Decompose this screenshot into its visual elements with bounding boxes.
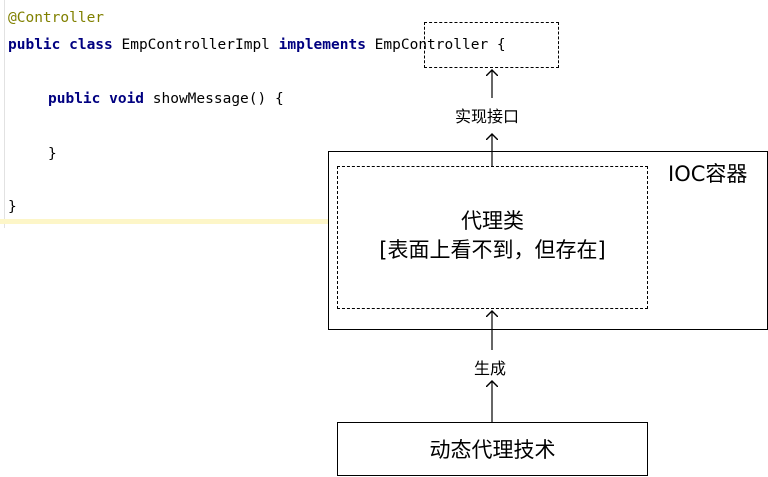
proxy-class-text: 代理类 [表面上看不到，但存在] xyxy=(337,207,648,265)
implements-interface-label: 实现接口 xyxy=(455,107,520,126)
keyword-implements: implements xyxy=(278,37,366,53)
keyword-public-class: public class xyxy=(8,37,113,53)
code-class-declaration: public class EmpControllerImpl implement… xyxy=(8,36,506,54)
ioc-container-label: IOC容器 xyxy=(668,162,748,186)
editor-gutter xyxy=(0,0,5,228)
dynamic-proxy-box xyxy=(337,422,648,476)
proxy-class-title: 代理类 xyxy=(461,209,524,233)
interface-highlight-box xyxy=(424,22,559,68)
generate-label: 生成 xyxy=(474,359,507,378)
keyword-public-void: public void xyxy=(48,91,145,107)
code-annotation: @Controller xyxy=(8,10,105,26)
class-close-brace: } xyxy=(8,199,17,215)
method-signature: showMessage() { xyxy=(144,91,284,107)
class-name: EmpControllerImpl xyxy=(112,37,279,53)
method-close-brace: } xyxy=(48,146,57,162)
interface-name: EmpController xyxy=(365,37,489,53)
proxy-class-box xyxy=(337,166,648,309)
dynamic-proxy-label: 动态代理技术 xyxy=(429,438,556,462)
current-line-highlight xyxy=(0,219,583,224)
proxy-class-subtitle: [表面上看不到，但存在] xyxy=(379,238,606,262)
open-brace: { xyxy=(488,37,506,53)
ioc-container-box xyxy=(328,151,768,330)
code-method-declaration: public void showMessage() { xyxy=(48,90,284,108)
